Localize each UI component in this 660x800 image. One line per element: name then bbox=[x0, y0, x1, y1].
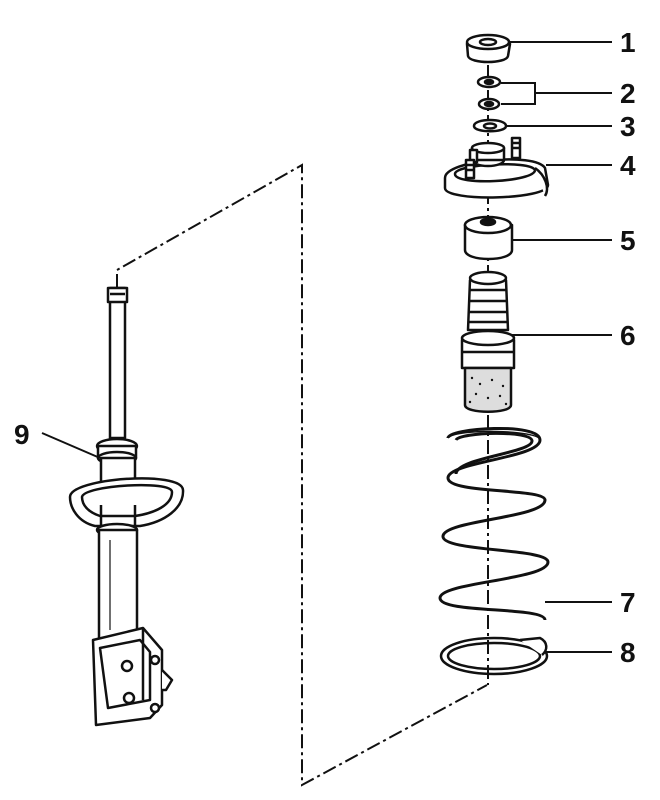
part-2-nut-washer bbox=[476, 75, 502, 111]
part-3-washer bbox=[472, 118, 508, 133]
callout-9: 9 bbox=[14, 419, 30, 450]
callout-7: 7 bbox=[620, 587, 636, 618]
callout-4: 4 bbox=[620, 150, 636, 181]
assembly-guide-lines bbox=[116, 40, 489, 787]
strut-assembly bbox=[68, 286, 185, 727]
piston-rod bbox=[108, 286, 127, 440]
callout-6: 6 bbox=[620, 320, 636, 351]
callout-labels: 1 2 3 4 5 6 7 8 9 bbox=[14, 27, 636, 668]
strut-lower-tube bbox=[97, 528, 139, 642]
part-1-dust-cap bbox=[465, 33, 512, 64]
bracket-bolt-hole bbox=[149, 654, 161, 666]
callout-1: 1 bbox=[620, 27, 636, 58]
part-8-lower-spring-pad bbox=[439, 636, 549, 676]
part-5-spring-insulator bbox=[463, 215, 514, 261]
callout-2: 2 bbox=[620, 78, 636, 109]
leader-lines bbox=[41, 41, 612, 653]
bracket-bolt-hole bbox=[120, 659, 134, 673]
part-7-coil-spring bbox=[438, 426, 550, 621]
bracket-bolt-hole bbox=[149, 702, 161, 714]
part-4-upper-mount bbox=[443, 136, 550, 199]
callout-8: 8 bbox=[620, 637, 636, 668]
callout-5: 5 bbox=[620, 225, 636, 256]
part-6-bump-stop-boot bbox=[460, 270, 516, 413]
bracket-bolt-hole bbox=[122, 691, 136, 705]
callout-3: 3 bbox=[620, 111, 636, 142]
